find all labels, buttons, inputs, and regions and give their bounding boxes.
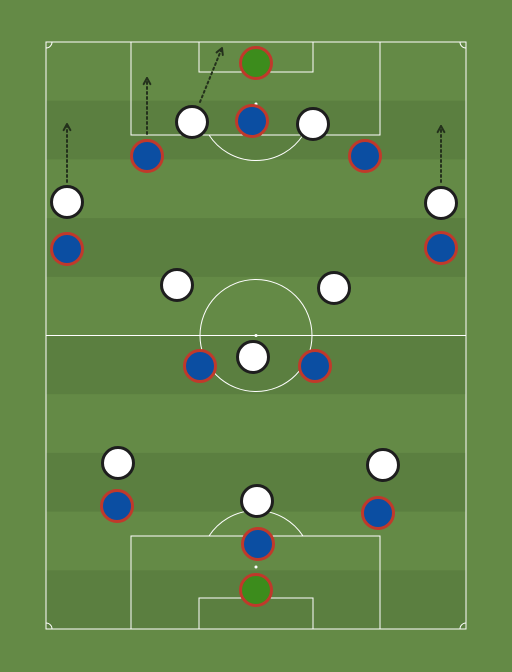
- blue-defender-marker: [130, 139, 164, 173]
- player-markers: [50, 46, 458, 607]
- white-forward-marker: [175, 105, 209, 139]
- movement-arrow-head: [436, 125, 446, 134]
- movement-arrow-head: [215, 47, 224, 56]
- corner-arc: [45, 622, 53, 630]
- white-defender-marker: [366, 448, 400, 482]
- keeper-goalkeeper-marker: [239, 573, 273, 607]
- blue-forward-marker: [241, 527, 275, 561]
- white-midfielder-marker: [160, 268, 194, 302]
- white-midfielder-marker: [236, 340, 270, 374]
- blue-midfielder-marker: [298, 349, 332, 383]
- grass-stripe: [46, 218, 466, 277]
- center-circle: [199, 279, 313, 392]
- white-winger-marker: [424, 186, 458, 220]
- blue-defender-marker: [348, 139, 382, 173]
- blue-defender-marker: [50, 232, 84, 266]
- movement-arrows: [62, 47, 446, 183]
- corner-arc: [459, 622, 467, 630]
- white-defender-marker: [240, 484, 274, 518]
- movement-arrow-head: [142, 77, 152, 86]
- white-midfielder-marker: [317, 271, 351, 305]
- white-forward-marker: [296, 107, 330, 141]
- center-spot: [254, 334, 258, 337]
- blue-midfielder-marker: [183, 349, 217, 383]
- keeper-goalkeeper-marker: [239, 46, 273, 80]
- blue-forward-marker: [100, 489, 134, 523]
- white-defender-marker: [101, 446, 135, 480]
- movement-arrow-head: [62, 123, 72, 132]
- movement-arrow-line: [199, 47, 223, 103]
- bottom-penalty-spot: [254, 565, 258, 569]
- blue-defender-marker: [424, 231, 458, 265]
- blue-defender-marker: [235, 104, 269, 138]
- top-penalty-arc: [208, 134, 304, 162]
- blue-forward-marker: [361, 496, 395, 530]
- white-winger-marker: [50, 185, 84, 219]
- corner-arc: [45, 41, 53, 49]
- corner-arc: [459, 41, 467, 49]
